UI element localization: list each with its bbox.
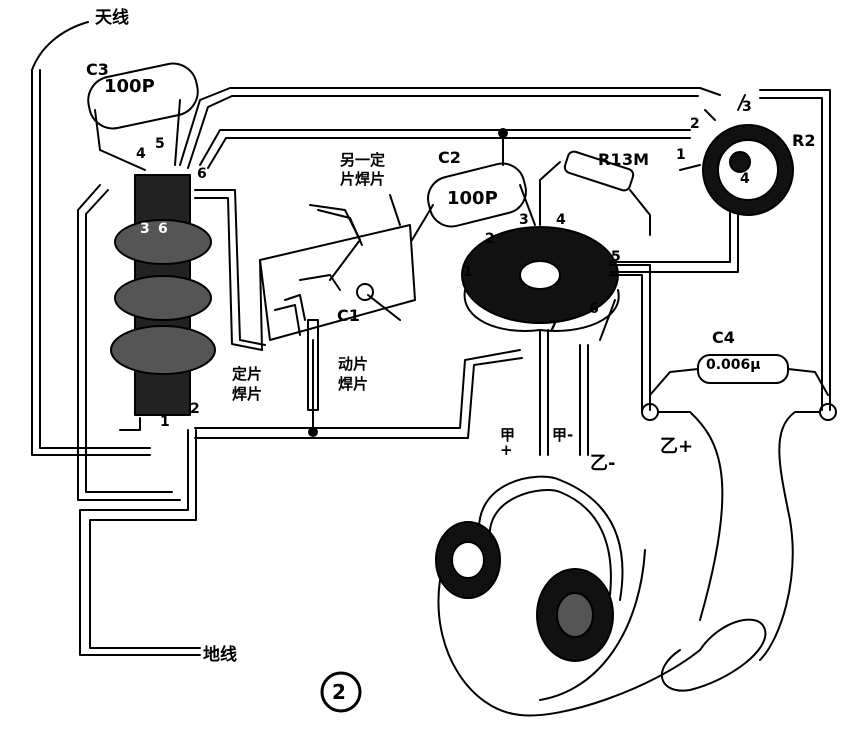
r2-name: R2 [792, 131, 816, 150]
ground-wire [79, 429, 201, 656]
c4-name: C4 [712, 328, 735, 347]
coil-return-wire [77, 184, 181, 501]
pot-pin-5: 5 [758, 171, 768, 187]
variable-capacitor-c1 [259, 194, 416, 351]
terminal-a-minus: 甲- [552, 426, 574, 444]
c3-name: C3 [86, 60, 109, 79]
tube-pin-2: 2 [485, 231, 495, 247]
other-stator-label-2: 片焊片 [340, 170, 386, 188]
tube-pin-6: 6 [589, 301, 599, 317]
r1-value: 3M [622, 150, 650, 169]
capacitor-c4 [649, 354, 829, 396]
tube-pin-5: 5 [611, 249, 621, 265]
bottom-bus-wire [194, 339, 523, 439]
stator-label-2: 焊片 [232, 385, 263, 403]
ground-label: 地线 [203, 645, 237, 665]
tube-pin-7: 7 [548, 319, 558, 335]
pot-pin-3: 3 [742, 99, 752, 115]
coil-pin-6: 6 [197, 166, 207, 182]
c2-value: 100P [447, 188, 498, 209]
antenna-label: 天线 [95, 8, 129, 28]
c4-value: 0.006μ [706, 357, 761, 373]
coil-pin-1: 1 [160, 414, 170, 430]
tube-pin-leads [539, 161, 739, 456]
tube-pin-1: 1 [463, 264, 473, 280]
tube-pin-4: 4 [556, 212, 566, 228]
pot-pin-1: 1 [676, 147, 686, 163]
resistor-r1 [563, 150, 651, 236]
coil-pin-2: 2 [190, 401, 200, 417]
terminal-b-minus: 乙- [590, 453, 616, 474]
coil-stator-wire [194, 189, 266, 351]
rotor-label-1: 动片 [338, 355, 369, 373]
pot-pin-4: 4 [740, 171, 750, 187]
c3-value: 100P [104, 76, 155, 97]
antenna-wire [31, 21, 151, 456]
headphone-cord [539, 403, 837, 701]
coil-pin-6b: 6 [158, 221, 168, 237]
tube-pin-3: 3 [519, 212, 529, 228]
figure-number-circle [320, 671, 362, 713]
headphones [435, 475, 767, 717]
mid-bus-wire [199, 128, 691, 169]
c2-name: C2 [438, 148, 461, 167]
potentiometer-r2 [679, 94, 794, 216]
terminal-a-plus: 甲+ [500, 426, 516, 459]
coil-pin-4: 4 [136, 146, 146, 162]
rotor-lug [307, 319, 319, 411]
tube-socket [461, 226, 620, 332]
capacitor-c2 [411, 162, 536, 241]
terminal-b-plus: 乙+ [660, 436, 694, 457]
c1-name: C1 [337, 306, 360, 325]
figure-number: 2 [332, 680, 346, 704]
r1-name: R1 [598, 150, 622, 169]
coil-pin-3: 3 [140, 221, 150, 237]
pot-pin-2: 2 [690, 116, 700, 132]
other-stator-label-1: 另一定 [340, 151, 386, 169]
top-bus-wire [179, 87, 831, 411]
stator-label-1: 定片 [232, 365, 263, 383]
rotor-label-2: 焊片 [338, 375, 369, 393]
coil-pin-5: 5 [155, 136, 165, 152]
capacitor-c3 [87, 62, 199, 171]
antenna-coil [110, 174, 216, 431]
